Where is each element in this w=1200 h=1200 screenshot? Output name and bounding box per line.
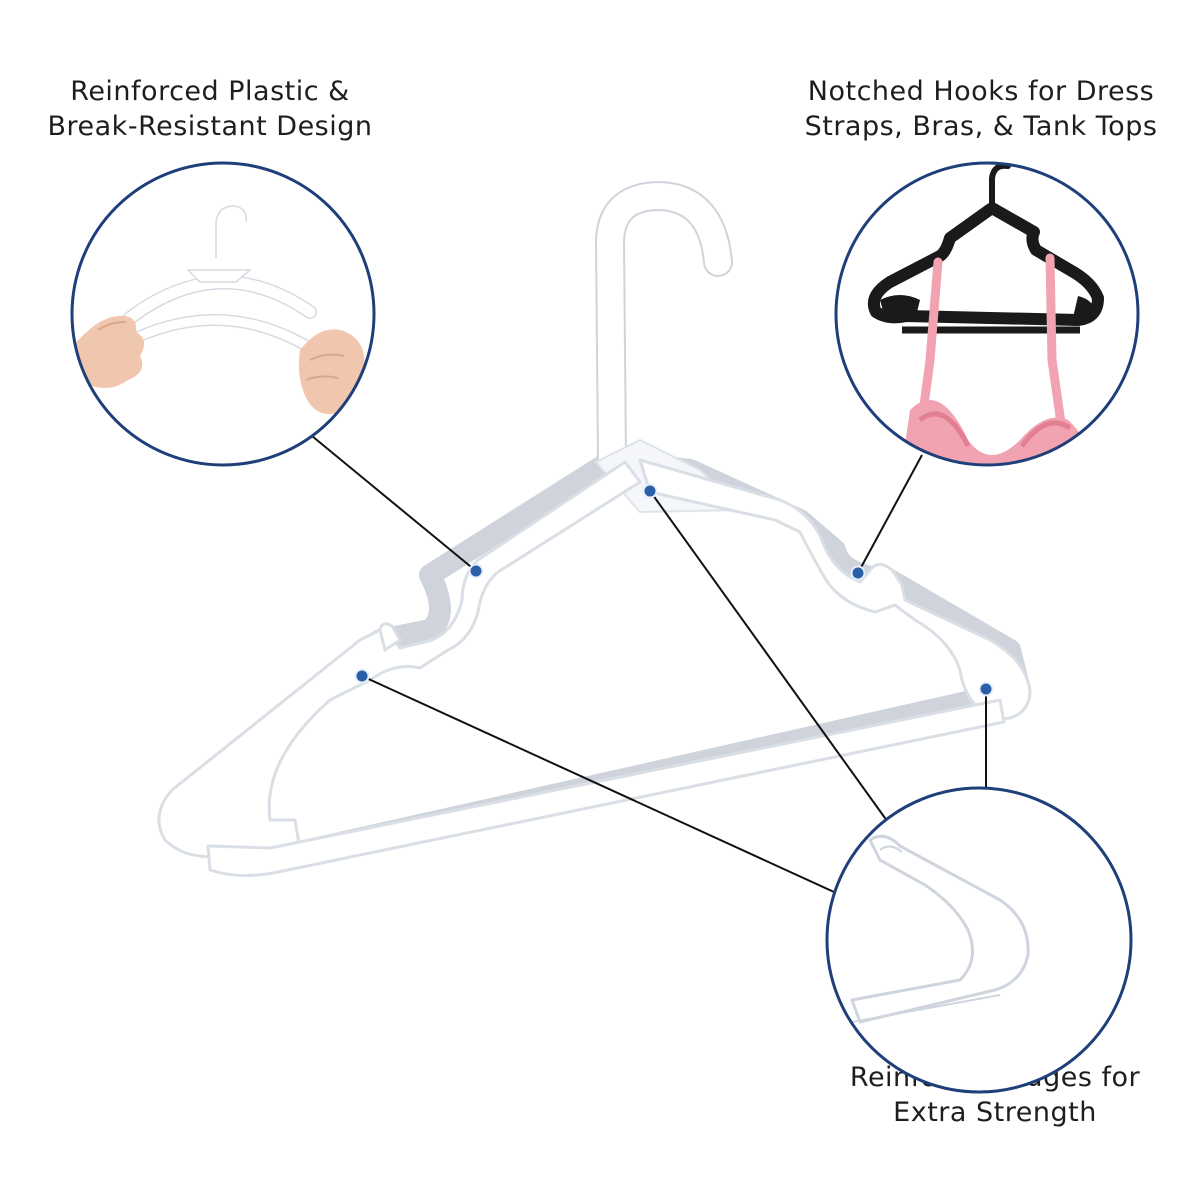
caption-line: Reinforced Plastic & bbox=[70, 76, 350, 107]
caption-line: Break-Resistant Design bbox=[47, 111, 373, 142]
caption-line: Straps, Bras, & Tank Tops bbox=[804, 111, 1158, 142]
left-notch bbox=[378, 622, 402, 653]
caption-break-resistant: Reinforced Plastic & Break-Resistant Des… bbox=[20, 74, 400, 144]
marker-dot bbox=[850, 565, 866, 581]
leader-line-edge-center bbox=[649, 490, 891, 826]
marker-dot bbox=[978, 681, 994, 697]
leader-line-notched-hook bbox=[857, 454, 923, 574]
caption-line: Extra Strength bbox=[893, 1097, 1097, 1128]
marker-dots bbox=[354, 483, 994, 697]
callout-circle-edge bbox=[825, 786, 1133, 1094]
caption-line: Notched Hooks for Dress bbox=[807, 76, 1155, 107]
leader-line-break-resistant bbox=[311, 435, 477, 572]
caption-notched-hooks: Notched Hooks for Dress Straps, Bras, & … bbox=[780, 74, 1182, 144]
marker-dot bbox=[354, 668, 370, 684]
marker-dot bbox=[468, 563, 484, 579]
leader-line-edge-left bbox=[361, 675, 835, 893]
callout-circle-flex bbox=[70, 161, 376, 467]
right-shoulder-arm bbox=[638, 458, 1032, 722]
marker-dot bbox=[642, 483, 658, 499]
hanger-hook bbox=[596, 182, 731, 473]
leader-lines bbox=[311, 435, 987, 893]
callout-circle-notch bbox=[834, 161, 1140, 467]
